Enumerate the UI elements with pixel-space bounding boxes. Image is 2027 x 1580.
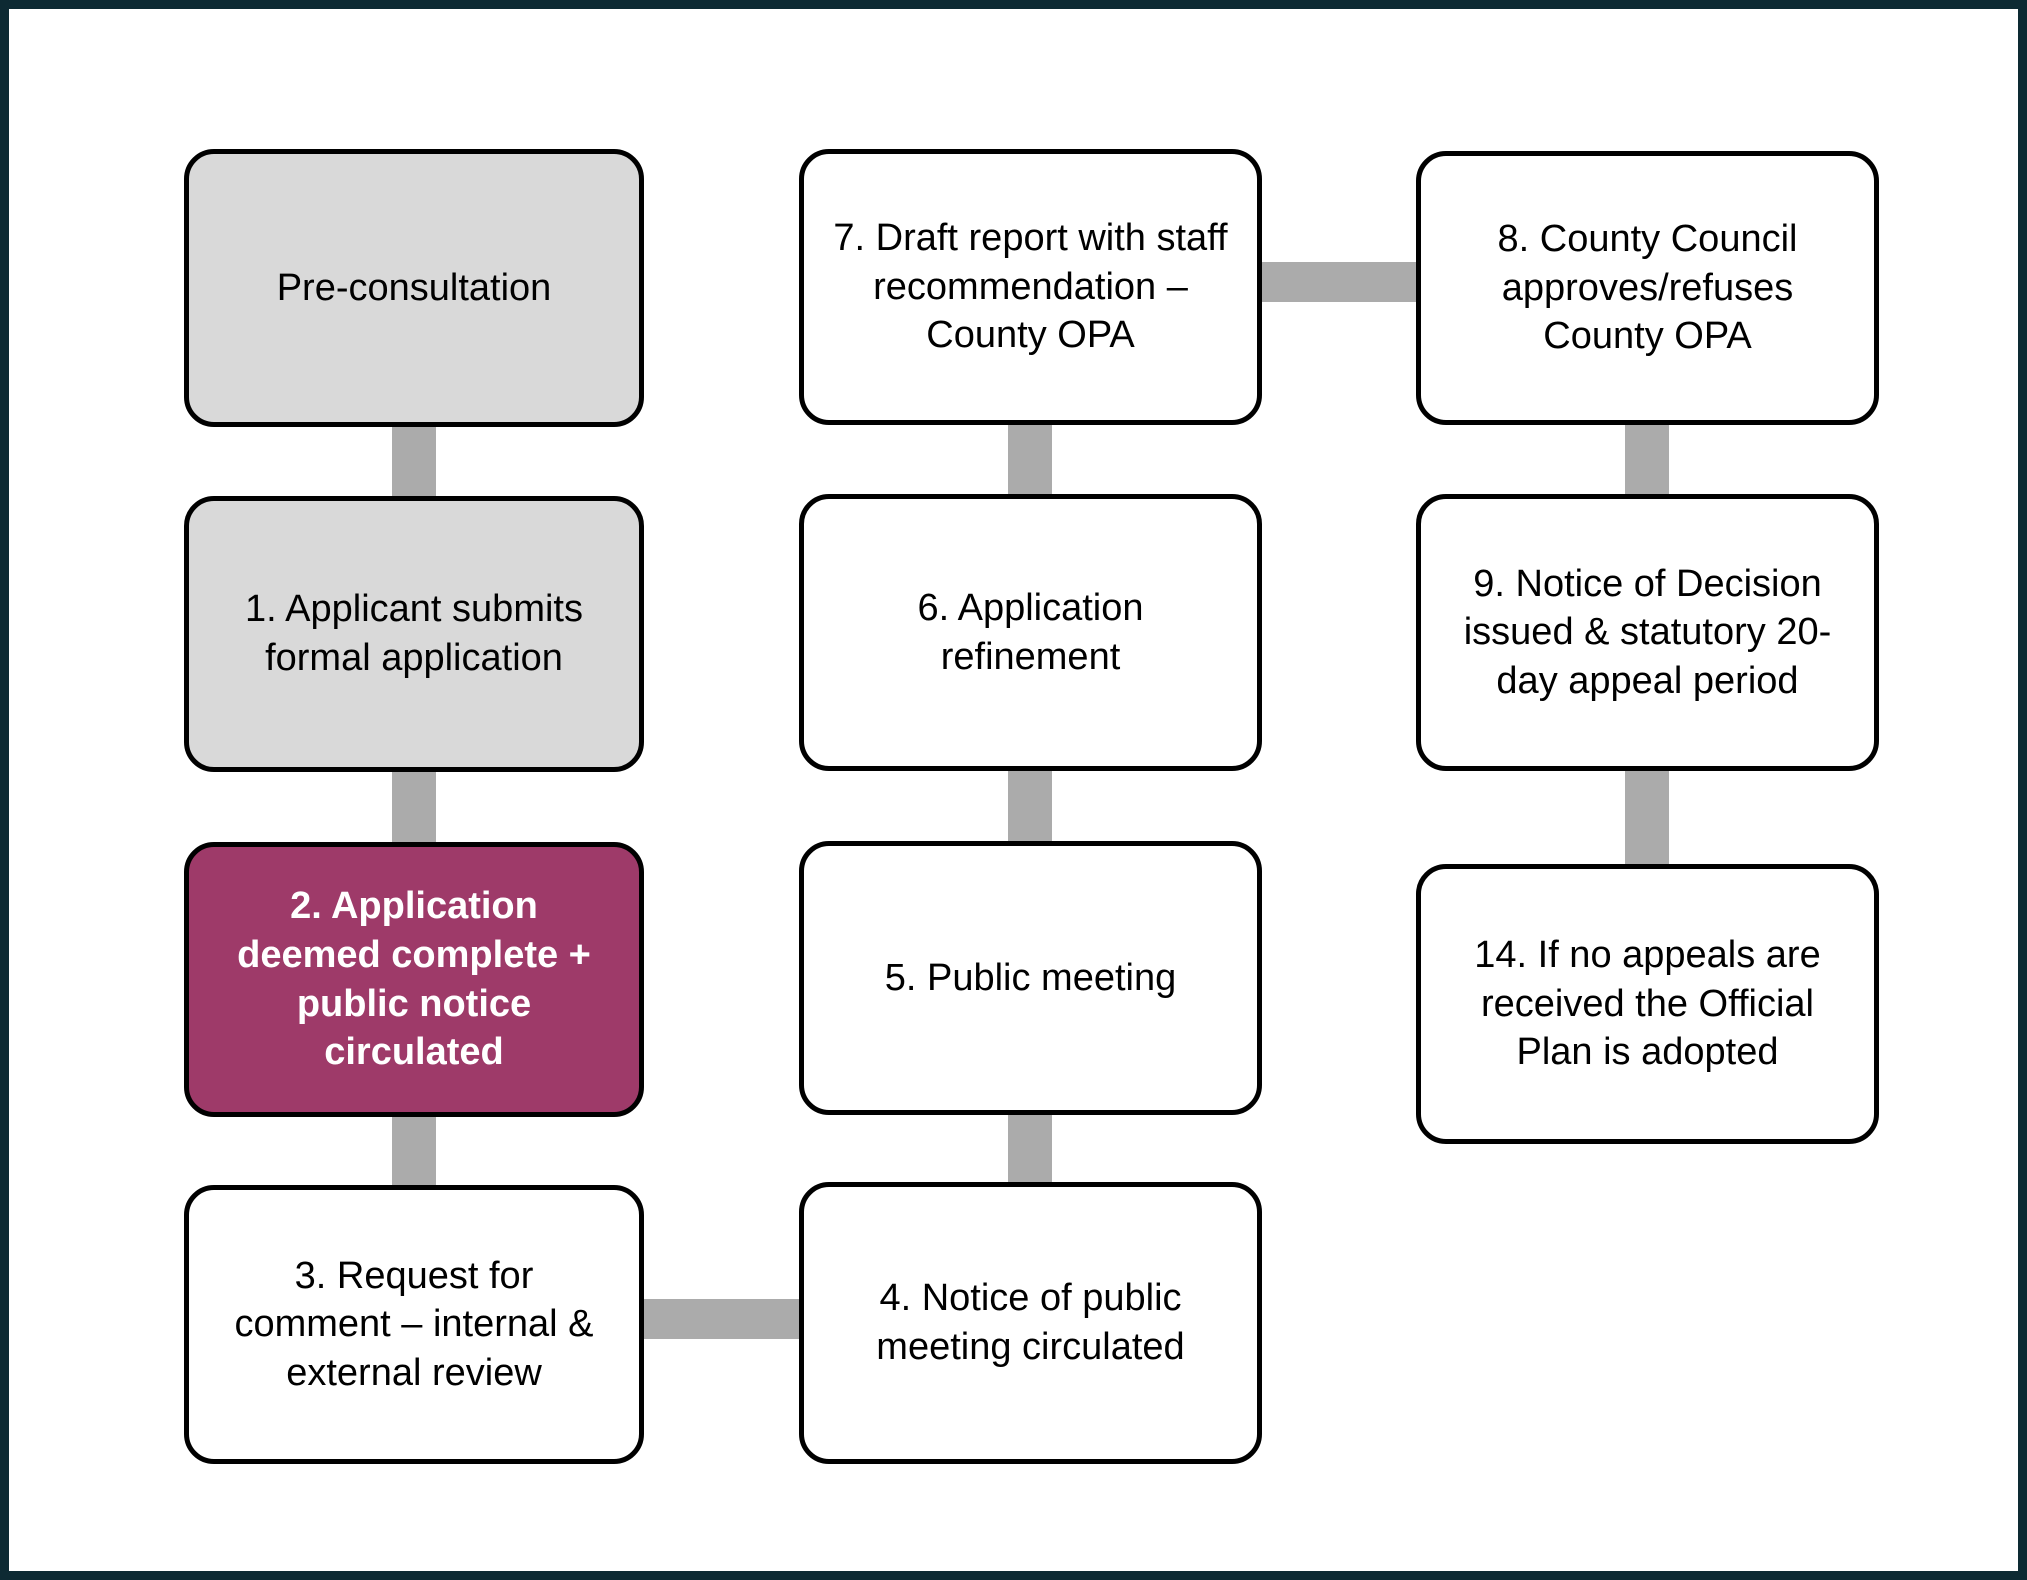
connector-1-to-2: [392, 768, 436, 846]
node-7-draft-report: 7. Draft report with staff recommendatio…: [799, 149, 1262, 425]
node-pre-consultation-label: Pre-consultation: [276, 266, 552, 309]
node-2-label: 2. Application deemed complete + public …: [237, 885, 591, 1074]
node-14-official-plan-adopted: 14. If no appeals are received the Offic…: [1416, 864, 1879, 1144]
node-3-request-for-comment: 3. Request for comment – internal & exte…: [184, 1185, 644, 1464]
node-5-label: 5. Public meeting: [884, 956, 1177, 999]
node-4-label: 4. Notice of public meeting circulated: [876, 1277, 1185, 1368]
node-1-label: 1. Applicant submits formal application: [245, 588, 583, 679]
node-6-application-refinement: 6. Application refinement: [799, 494, 1262, 771]
connector-9-to-14: [1625, 768, 1669, 867]
connector-3-to-4: [641, 1299, 802, 1339]
connector-8-to-9: [1625, 421, 1669, 497]
connector-2-to-3: [392, 1113, 436, 1189]
node-8-label: 8. County Council approves/refuses Count…: [1497, 218, 1798, 358]
node-3-label: 3. Request for comment – internal & exte…: [234, 1254, 594, 1394]
connector-6-to-5: [1008, 768, 1052, 844]
connector-pre-to-1: [392, 423, 436, 499]
node-6-label: 6. Application refinement: [917, 586, 1144, 678]
connector-7-to-8: [1259, 262, 1419, 302]
node-8-county-council: 8. County Council approves/refuses Count…: [1416, 151, 1879, 425]
node-7-label: 7. Draft report with staff recommendatio…: [833, 217, 1228, 357]
connector-5-to-4: [1008, 1111, 1052, 1186]
node-pre-consultation: Pre-consultation: [184, 149, 644, 427]
node-5-public-meeting: 5. Public meeting: [799, 841, 1262, 1115]
node-1-applicant-submits: 1. Applicant submits formal application: [184, 496, 644, 772]
node-14-label: 14. If no appeals are received the Offic…: [1474, 934, 1821, 1074]
node-9-label: 9. Notice of Decision issued & statutory…: [1463, 562, 1832, 702]
node-9-notice-of-decision: 9. Notice of Decision issued & statutory…: [1416, 494, 1879, 771]
node-4-notice-of-public-meeting: 4. Notice of public meeting circulated: [799, 1182, 1262, 1464]
node-2-application-deemed-complete: 2. Application deemed complete + public …: [184, 842, 644, 1117]
connector-7-to-6: [1008, 421, 1052, 497]
